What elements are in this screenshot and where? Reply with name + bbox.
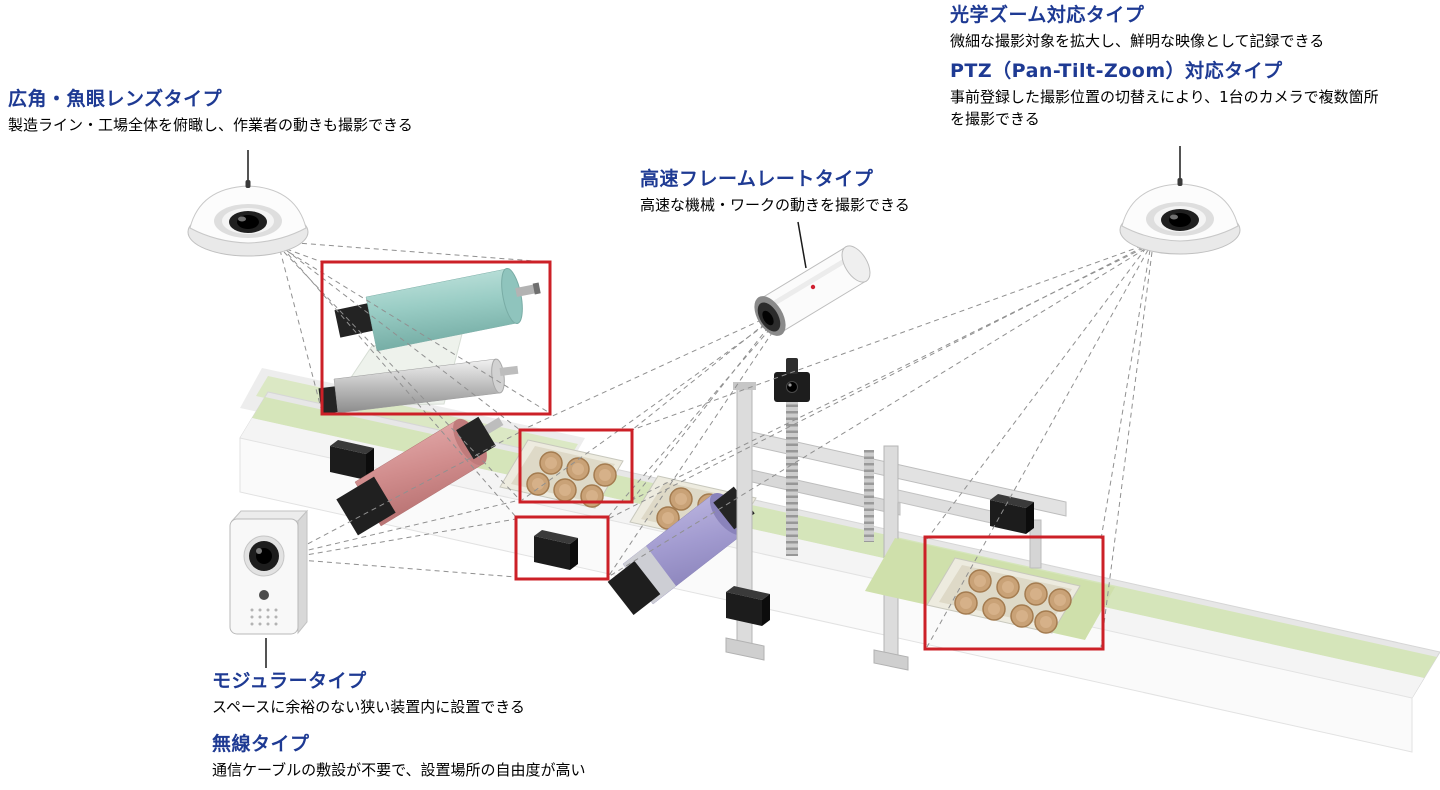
fisheye-dome-camera bbox=[187, 179, 309, 257]
tray-mid bbox=[499, 439, 624, 509]
highlight-box-tray-mid bbox=[518, 428, 634, 504]
film-roller-closeup bbox=[318, 267, 541, 415]
label-pointer-lines bbox=[247, 146, 1181, 668]
highlight-box-clamp bbox=[514, 515, 610, 581]
purple-roller-unit bbox=[607, 486, 755, 616]
highlight-boxes bbox=[320, 260, 1105, 651]
high-speed-bullet-camera bbox=[754, 245, 871, 336]
right-belt-section bbox=[865, 538, 1115, 640]
ptz-dome-camera bbox=[1119, 177, 1241, 255]
speaker-grill bbox=[250, 608, 278, 626]
highlight-box-tray-right bbox=[923, 535, 1105, 651]
pink-roller-unit bbox=[336, 416, 504, 536]
highlight-box-film-roller bbox=[320, 260, 552, 416]
camera-led bbox=[259, 590, 269, 600]
modular-box-camera bbox=[229, 509, 309, 635]
